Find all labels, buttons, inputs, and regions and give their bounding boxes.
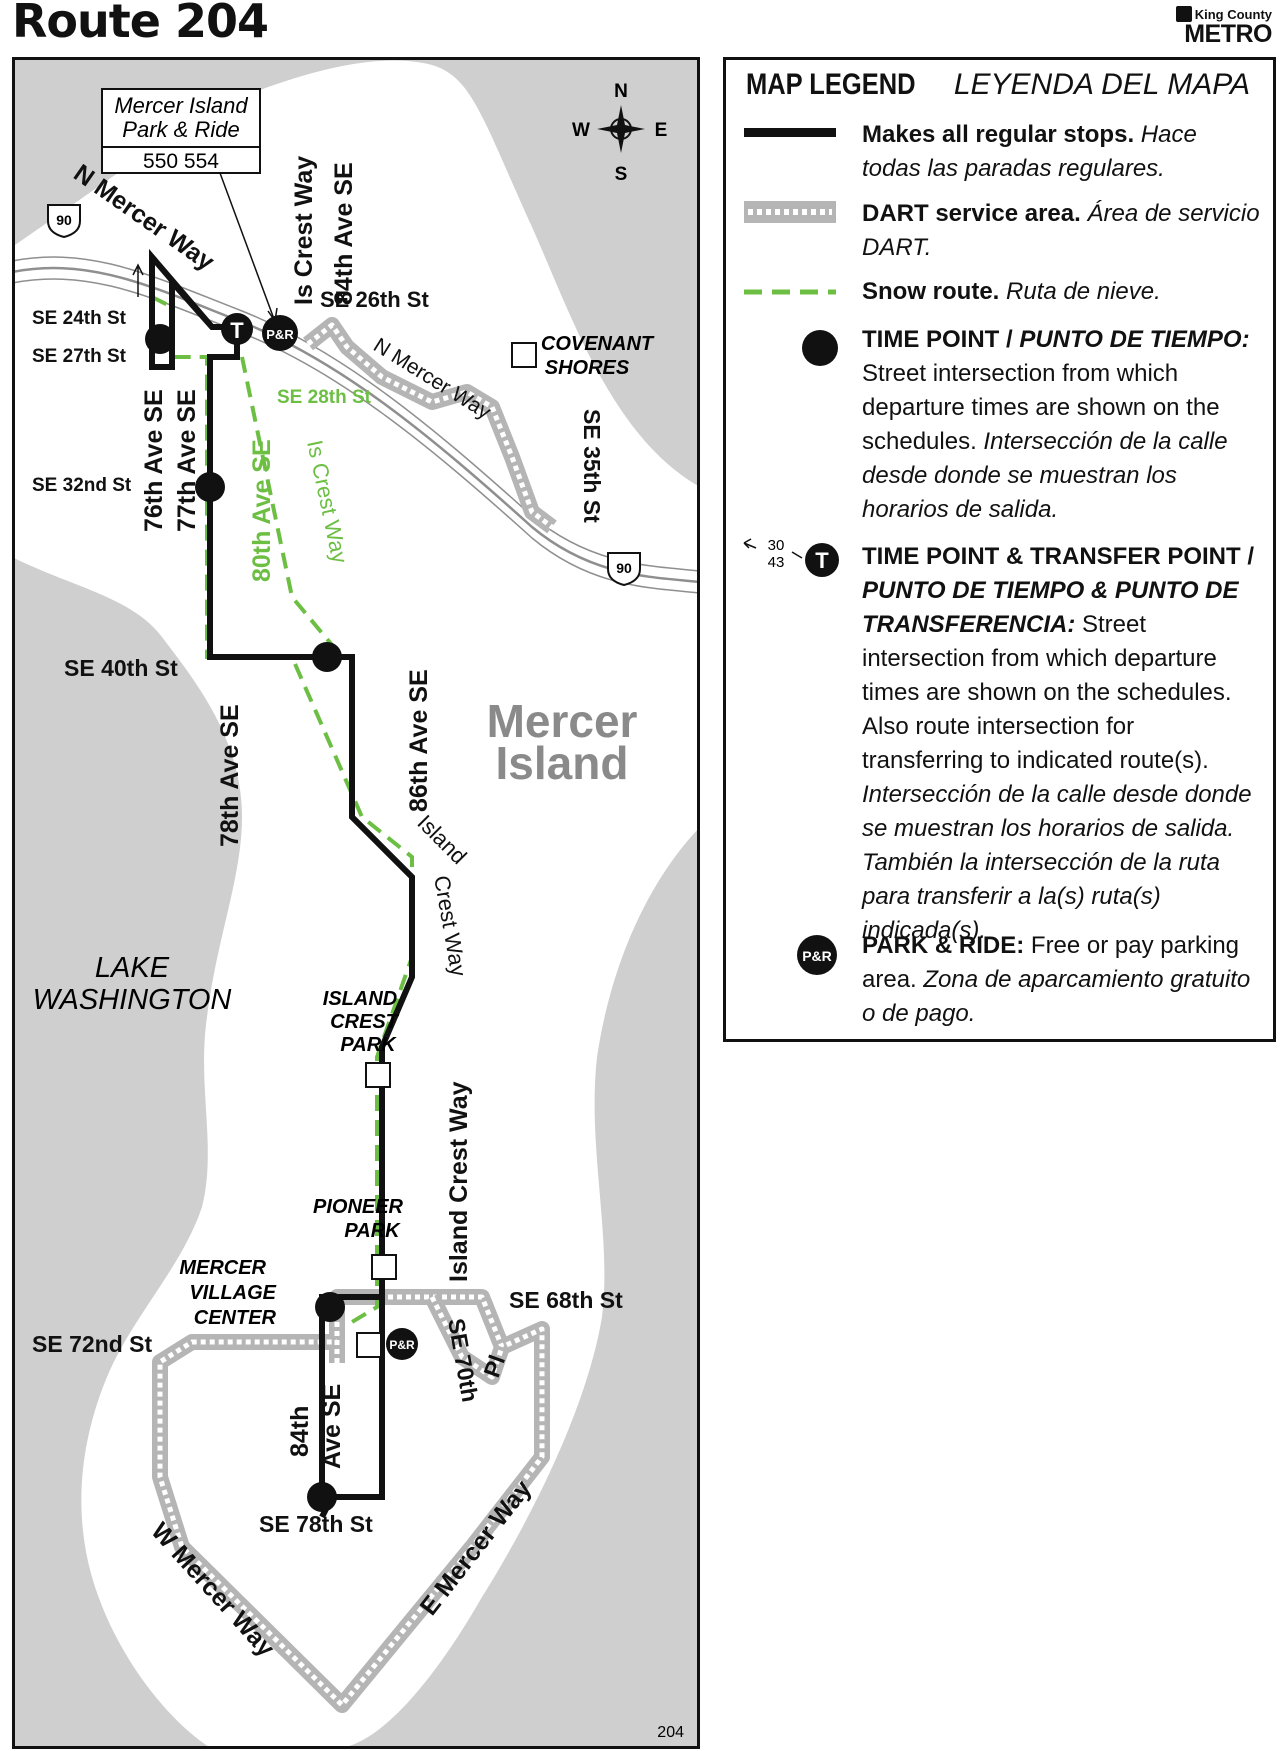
- street-se32: SE 32nd St: [32, 475, 132, 496]
- transfer-point-legend-icon: 30 43 T: [743, 537, 839, 577]
- island-crest-park-marker: [365, 1062, 391, 1088]
- lake-label-1: LAKE: [95, 952, 170, 984]
- street-se24: SE 24th St: [32, 308, 127, 329]
- street-se26: SE 26th St: [320, 287, 429, 312]
- street-se40: SE 40th St: [64, 655, 178, 681]
- street-77th: 77th Ave SE: [173, 389, 201, 532]
- callout-routes: 550 554: [143, 150, 219, 173]
- street-80th: 80th Ave SE: [248, 439, 276, 582]
- island-crest-park-2: CREST: [330, 1011, 400, 1033]
- mvc-2: VILLAGE: [189, 1282, 276, 1304]
- legend-snow: Snow route. Ruta de nieve.: [862, 278, 1161, 305]
- svg-text:43: 43: [768, 554, 785, 571]
- street-island-crest-lower: Island Crest Way: [445, 1081, 473, 1282]
- svg-text:W: W: [572, 120, 590, 141]
- street-76th: 76th Ave SE: [140, 389, 168, 532]
- street-se28: SE 28th St: [277, 387, 372, 408]
- street-se35: SE 35th St: [579, 409, 605, 523]
- i90-shield-east: 90: [607, 552, 641, 586]
- legend-parkride: PARK & RIDE: Free or pay parking area. Z…: [862, 932, 1251, 1027]
- agency-big: METRO: [1184, 20, 1272, 48]
- dart-swatch: [744, 201, 836, 223]
- compass-icon: N S E W: [572, 81, 667, 185]
- place-label-2: Island: [496, 737, 629, 789]
- pioneer-park-1: PIONEER: [313, 1196, 404, 1218]
- mvc-3: CENTER: [194, 1307, 277, 1329]
- street-84th-lower: 84th: [286, 1406, 314, 1457]
- agency-small: King County: [1176, 6, 1272, 22]
- regular-route-swatch: [744, 128, 836, 137]
- street-se78: SE 78th St: [259, 1511, 373, 1537]
- i90-shield-west: 90: [47, 204, 81, 238]
- timepoint-se24: [145, 324, 175, 354]
- park-ride-callout: [101, 88, 261, 174]
- place-label-1: Mercer: [487, 695, 638, 747]
- park-ride-lot: [356, 1332, 382, 1358]
- transfer-symbol: T: [230, 318, 244, 343]
- mvc-1: MERCER: [179, 1257, 266, 1279]
- covenant-shores-2: SHORES: [545, 357, 630, 379]
- legend-dart: DART service area. Área de servicio DART…: [862, 200, 1260, 261]
- svg-text:90: 90: [56, 212, 72, 228]
- dart-area-south: [152, 1289, 550, 1713]
- street-se72: SE 72nd St: [32, 1331, 152, 1357]
- timepoint-icon: [802, 330, 838, 366]
- street-is-crest-way-top: Is Crest Way: [290, 156, 318, 305]
- island-crest-park-3: PARK: [340, 1034, 397, 1056]
- svg-text:S: S: [615, 164, 628, 185]
- street-84th-lower-b: Ave SE: [318, 1384, 346, 1469]
- legend-timepoint: TIME POINT / PUNTO DE TIEMPO: Street int…: [862, 326, 1250, 523]
- svg-text:P&R: P&R: [802, 948, 832, 964]
- callout-name-1: Mercer Island: [114, 93, 248, 118]
- covenant-shores-1: COVENANT: [541, 333, 655, 355]
- agency-logo: King County METRO: [1176, 6, 1272, 48]
- snow-route-swatch: [744, 289, 836, 295]
- svg-text:30: 30: [768, 537, 785, 554]
- svg-text:N: N: [614, 81, 628, 102]
- timepoint-se32: [195, 472, 225, 502]
- svg-text:T: T: [815, 548, 829, 573]
- street-se27: SE 27th St: [32, 346, 127, 367]
- route-title: Route 204: [12, 0, 269, 48]
- timepoint-se40: [312, 642, 342, 672]
- callout-name-2: Park & Ride: [122, 117, 239, 142]
- route-map: T P&R P&R Mercer Island Park & Ride 550 …: [12, 57, 700, 1749]
- legend-regular: Makes all regular stops. Hace todas las …: [862, 121, 1197, 182]
- timepoint-mercer-village: [315, 1292, 345, 1322]
- dart-area-north: [303, 317, 557, 534]
- legend-transfer: TIME POINT & TRANSFER POINT / PUNTO DE T…: [862, 543, 1255, 944]
- pioneer-park-2: PARK: [344, 1220, 401, 1242]
- island-crest-park-1: ISLAND: [323, 988, 397, 1010]
- street-se68: SE 68th St: [509, 1287, 623, 1313]
- transfer-point-icon: [221, 313, 253, 345]
- page-number: 204: [657, 1724, 684, 1741]
- street-86th: 86th Ave SE: [405, 669, 433, 812]
- svg-text:E: E: [655, 120, 668, 141]
- street-84th-top: 84th Ave SE: [330, 162, 358, 305]
- street-78th: 78th Ave SE: [216, 704, 244, 847]
- park-ride-legend-icon: P&R: [797, 935, 837, 975]
- covenant-shores-marker: [511, 342, 537, 368]
- map-legend: MAP LEGEND LEYENDA DEL MAPA Makes all re…: [723, 57, 1276, 1042]
- park-ride-icon-north: [262, 315, 298, 351]
- lake-label-2: WASHINGTON: [33, 984, 232, 1016]
- legend-heading: MAP LEGEND LEYENDA DEL MAPA: [746, 68, 1251, 101]
- timepoint-se78: [307, 1482, 337, 1512]
- pioneer-park-marker: [371, 1254, 397, 1280]
- svg-text:90: 90: [616, 560, 632, 576]
- park-ride-symbol-south: P&R: [389, 1338, 415, 1352]
- park-ride-icon-south: [386, 1328, 418, 1360]
- park-ride-symbol-north: P&R: [266, 327, 294, 342]
